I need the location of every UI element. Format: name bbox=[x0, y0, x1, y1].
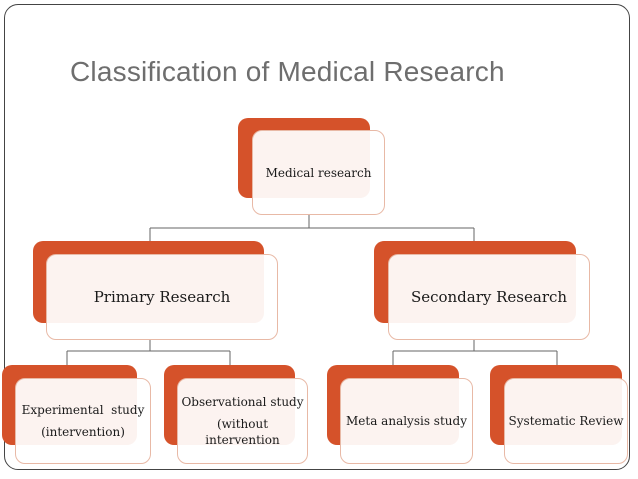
node-experimental-study-line2: (intervention) bbox=[41, 425, 125, 439]
node-observational-study-line1: Observational study bbox=[181, 395, 304, 409]
node-secondary-research-label: Secondary Research bbox=[410, 288, 568, 306]
node-systematic-review-label: Systematic Review bbox=[508, 414, 624, 428]
node-medical-research-label: Medical research bbox=[265, 165, 372, 180]
node-observational-study-line3: intervention bbox=[205, 433, 280, 447]
node-meta-analysis-study-label: Meta analysis study bbox=[346, 414, 467, 428]
node-experimental-study-line1: Experimental study bbox=[21, 403, 145, 417]
node-primary-research-label: Primary Research bbox=[93, 288, 231, 306]
slide-title: Classification of Medical Research bbox=[70, 56, 505, 87]
node-observational-study-line2: (without bbox=[216, 417, 269, 431]
